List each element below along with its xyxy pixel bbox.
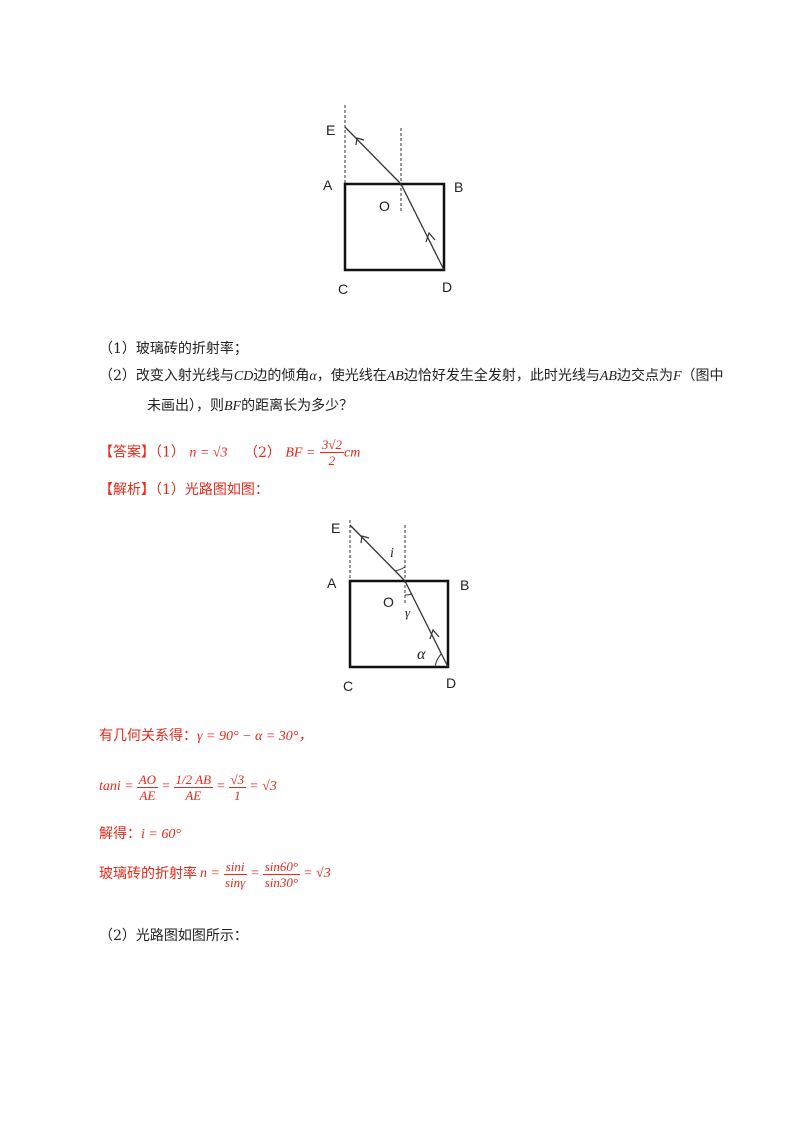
light-ray-od	[400, 183, 445, 271]
q2-text: 未画出），则	[147, 398, 224, 414]
analysis-label: 【解析】（1）光路图如图：	[99, 482, 269, 498]
fig2-label-e: E	[331, 520, 341, 536]
fig1-label-e: E	[326, 122, 336, 138]
fraction-numerator: sin60°	[262, 858, 301, 875]
fig1-label-c: C	[338, 281, 349, 297]
glass-brick	[348, 579, 450, 669]
fraction-denominator: 1	[234, 787, 241, 803]
glass-brick	[343, 182, 446, 272]
light-ray-eo	[344, 126, 402, 185]
fraction-numerator: AO	[136, 771, 159, 788]
fig2-label-c: C	[343, 678, 354, 694]
q2-alpha: α	[309, 369, 317, 384]
solve-line: 解得：i = 60°	[99, 824, 181, 845]
fraction-denominator: 2	[328, 453, 336, 468]
solve-formula: i = 60°	[141, 827, 181, 842]
fig2-label-alpha: α	[417, 646, 426, 663]
answer-1: n = √3	[189, 445, 228, 461]
fig2-label-a: A	[327, 575, 337, 591]
figure-1-diagram	[343, 105, 446, 272]
geometry-relation: 有几何关系得：γ = 90° − α = 30°，	[99, 726, 312, 747]
angle-alpha-arc	[434, 653, 442, 668]
fig2-label-i: i	[390, 546, 394, 561]
fig2-label-gamma: γ	[405, 605, 411, 620]
tan-result: = √3	[249, 779, 277, 794]
fraction-denominator: sin30°	[264, 874, 299, 890]
figure-2-diagram	[348, 520, 450, 669]
question-2-line-1: （2）改变入射光线与CD边的倾角α，使光线在AB边恰好发生全发射，此时光线与AB…	[99, 366, 724, 387]
q2-bf: BF	[224, 399, 242, 414]
q2-cd: CD	[233, 369, 254, 384]
q2-text: 边恰好发生全发射，此时光线与	[403, 368, 600, 384]
fig2-label-d: D	[446, 675, 457, 691]
fig1-label-d: D	[442, 279, 453, 295]
solve-text: 解得：	[99, 826, 141, 842]
fraction-numerator: 1/2 AB	[173, 771, 214, 788]
tan-lhs: tani =	[99, 779, 134, 794]
light-ray-eo	[349, 524, 406, 582]
part-2-label: （2）光路图如图所示：	[99, 928, 248, 944]
fig2-label-o: O	[383, 594, 394, 610]
n-result: = √3	[303, 866, 331, 881]
fraction-numerator: 3√2	[319, 437, 344, 453]
q2-f: F	[672, 369, 682, 384]
arrow-icon	[425, 231, 436, 243]
fraction-denominator: AE	[139, 787, 156, 803]
fig1-label-o: O	[379, 198, 390, 214]
n-lhs: n =	[200, 866, 220, 881]
q2-text: 边交点为	[616, 368, 673, 384]
geometry-formula: γ = 90° − α = 30°，	[197, 729, 313, 744]
q2-text: ，使光线在	[316, 368, 387, 384]
fig1-label-a: A	[323, 177, 333, 193]
answer-2-unit: cm	[344, 445, 361, 461]
fig2-label-b: B	[460, 577, 470, 593]
arrow-icon	[360, 535, 370, 544]
question-2-line-2: 未画出），则BF的距离长为多少？	[147, 396, 353, 417]
q2-text: 的距离长为多少？	[241, 398, 354, 414]
n-fraction-2: sin60°sin30°	[262, 858, 301, 890]
q2-text: （2）改变入射光线与	[99, 368, 234, 384]
arrow-icon	[429, 628, 440, 640]
angle-i-arc	[394, 566, 406, 572]
answer-2-label: （2）	[243, 444, 281, 461]
fraction-numerator: √3	[228, 771, 247, 788]
geometry-text: 有几何关系得：	[99, 728, 197, 744]
fraction-denominator: sinγ	[224, 874, 246, 890]
q2-text: 边的倾角	[253, 368, 310, 384]
answer-2-lhs: BF =	[285, 445, 316, 461]
q2-text: （图中	[681, 368, 724, 384]
n-text: 玻璃砖的折射率	[99, 866, 197, 882]
fraction-numerator: sini	[223, 858, 247, 875]
fig1-label-b: B	[454, 179, 464, 195]
angle-gamma-arc	[404, 593, 413, 596]
arrow-icon	[355, 137, 365, 146]
question-1: （1）玻璃砖的折射率；	[99, 341, 248, 357]
answer-label: 【答案】（1）	[99, 444, 185, 461]
light-ray-od	[404, 580, 449, 668]
q2-ab: AB	[386, 369, 404, 384]
q2-ab: AB	[599, 369, 617, 384]
fraction-denominator: AE	[185, 787, 202, 803]
